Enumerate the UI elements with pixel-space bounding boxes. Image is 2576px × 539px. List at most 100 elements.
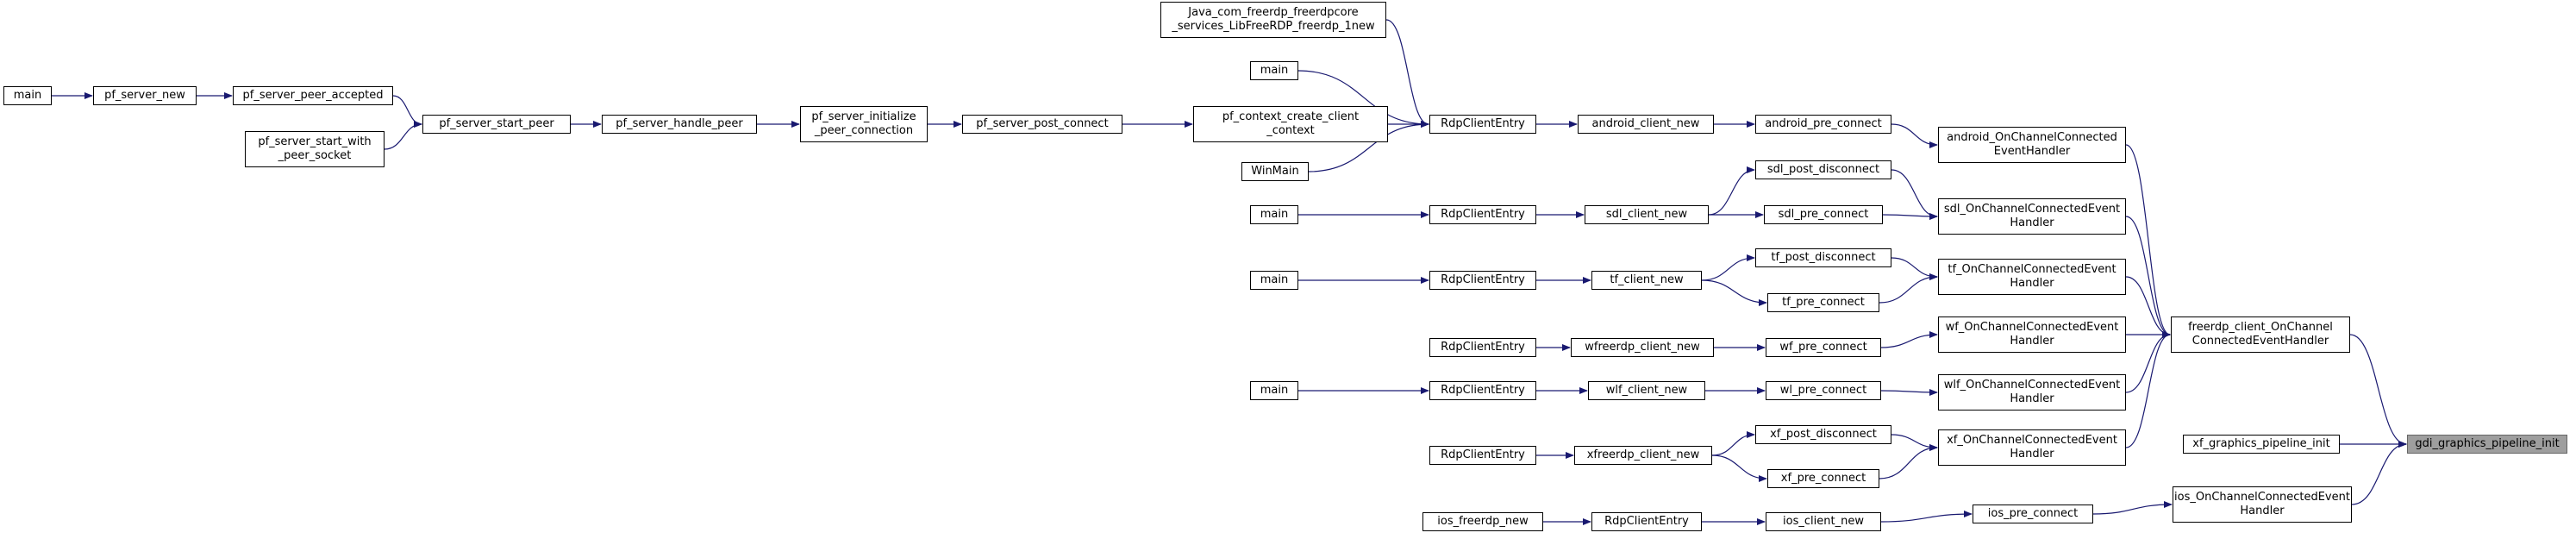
node-main-main-sdl[interactable]: main (1250, 205, 1298, 224)
node-pf-server-peer-accepted-pf-accepted[interactable]: pf_server_peer_accepted (233, 86, 393, 105)
node-label: xf_OnChannelConnectedEvent (1947, 434, 2117, 447)
node-ios-client-new-ios-new[interactable]: ios_client_new (1766, 512, 1881, 531)
node-label: sdl_post_disconnect (1766, 163, 1880, 176)
node-label: RdpClientEntry (1441, 384, 1525, 397)
node-label: RdpClientEntry (1604, 515, 1689, 528)
node-pf-server-start-peer-pf-start[interactable]: pf_server_start_peer (422, 115, 571, 134)
edge-tf-pre-to-tf-occ (1879, 273, 1938, 304)
edge-ios-new-to-ios-pre (1880, 511, 1973, 523)
edge-wlf-occ-to-freerdp (2125, 331, 2171, 393)
node-wf-pre-connect-wf-pre[interactable]: wf_pre_connect (1766, 338, 1881, 357)
node-label: Handler (2240, 505, 2285, 517)
node-label: Handler (2010, 335, 2054, 348)
node-rdpcliententry-rce-wlf[interactable]: RdpClientEntry (1429, 381, 1536, 400)
edge-ios-pre-to-ios-occ (2092, 501, 2173, 515)
node-label: pf_server_peer_accepted (242, 89, 384, 102)
node-gdi-graphics-pipeline-init-root[interactable]: gdi_graphics_pipeline_init (2407, 435, 2567, 454)
node-pf-server-start-with-peer-socket-pf-socket[interactable]: pf_server_start_with_peer_socket (245, 131, 385, 167)
node-rdpcliententry-rce-xf[interactable]: RdpClientEntry (1429, 446, 1536, 465)
edge-winmain-to-rce-android (1308, 121, 1429, 172)
node-label: _peer_connection (814, 124, 914, 137)
node-label: tf_client_new (1610, 273, 1684, 286)
edge-sdl-pre-to-sdl-occ (1882, 212, 1938, 220)
node-label: wlf_OnChannelConnectedEvent (1943, 379, 2121, 392)
node-label: WinMain (1251, 165, 1299, 178)
edge-xfreerdp-new-to-xf-postd (1711, 431, 1755, 456)
node-sdl-pre-connect-sdl-pre[interactable]: sdl_pre_connect (1764, 205, 1883, 224)
node-label: ios_client_new (1783, 515, 1864, 528)
node-label: xf_post_disconnect (1770, 428, 1877, 441)
edge-sdl-postd-to-sdl-occ (1891, 169, 1938, 220)
node-wfreerdp-client-new-wfreerdp-new[interactable]: wfreerdp_client_new (1571, 338, 1714, 357)
node-pf-context-create-client-context-pf-ctx[interactable]: pf_context_create_client_context (1193, 106, 1388, 142)
node-rdpcliententry-rce-android[interactable]: RdpClientEntry (1429, 115, 1536, 134)
node-label: ConnectedEventHandler (2191, 335, 2329, 348)
node-label: main (13, 89, 42, 102)
node-tf-client-new-tf-new[interactable]: tf_client_new (1591, 271, 1702, 290)
node-label: Handler (2010, 448, 2054, 461)
node-wl-pre-connect-wl-pre[interactable]: wl_pre_connect (1766, 381, 1881, 400)
node-rdpcliententry-rce-wf[interactable]: RdpClientEntry (1429, 338, 1536, 357)
node-pf-server-initialize-peer-connection-pf-init[interactable]: pf_server_initialize_peer_connection (800, 106, 928, 142)
node-android-client-new-android-new[interactable]: android_client_new (1578, 115, 1714, 134)
node-label: pf_server_post_connect (976, 117, 1109, 130)
edge-pf-accepted-to-pf-start (392, 95, 422, 128)
node-label: _context (1266, 124, 1315, 137)
node-xf-graphics-pipeline-init-xf-gpi[interactable]: xf_graphics_pipeline_init (2183, 435, 2340, 454)
node-tf-pre-connect-tf-pre[interactable]: tf_pre_connect (1767, 293, 1879, 312)
node-rdpcliententry-rce-tf[interactable]: RdpClientEntry (1429, 271, 1536, 290)
node-main-main-wlf[interactable]: main (1250, 381, 1298, 400)
edge-main-a-to-rce-android (1297, 70, 1429, 128)
edge-android-occ-to-freerdp (2125, 144, 2171, 338)
node-wlf-client-new-wlf-new[interactable]: wlf_client_new (1588, 381, 1705, 400)
node-label: RdpClientEntry (1441, 341, 1525, 354)
edge-tf-occ-to-freerdp (2125, 276, 2171, 338)
node-label: RdpClientEntry (1441, 273, 1525, 286)
edge-pf-socket-to-pf-start (384, 121, 422, 150)
node-winmain-winmain[interactable]: WinMain (1241, 162, 1309, 181)
node-rdpcliententry-rce-sdl[interactable]: RdpClientEntry (1429, 205, 1536, 224)
node-label: sdl_OnChannelConnectedEvent (1943, 203, 2121, 216)
edge-wl-pre-to-wlf-occ (1880, 388, 1938, 396)
node-label: android_OnChannelConnected (1947, 131, 2117, 144)
node-sdl-client-new-sdl-new[interactable]: sdl_client_new (1585, 205, 1709, 224)
node-xf-pre-connect-xf-pre[interactable]: xf_pre_connect (1767, 469, 1879, 488)
node-label: _peer_socket (278, 149, 352, 162)
node-label: Handler (2010, 392, 2054, 405)
edge-android-pre-to-android-occ (1891, 123, 1938, 148)
node-main-main-tf[interactable]: main (1250, 271, 1298, 290)
node-ios-pre-connect-ios-pre[interactable]: ios_pre_connect (1973, 505, 2093, 523)
node-label: wlf_client_new (1605, 384, 1688, 397)
node-tf-post-disconnect-tf-postd[interactable]: tf_post_disconnect (1755, 248, 1891, 267)
node-pf-server-handle-peer-pf-handle[interactable]: pf_server_handle_peer (602, 115, 757, 134)
node-pf-server-post-connect-pf-post[interactable]: pf_server_post_connect (962, 115, 1122, 134)
node-label: main (1260, 64, 1289, 77)
node-main-main-pf[interactable]: main (3, 86, 52, 105)
node-ios-freerdp-new-ios-freerdp-new[interactable]: ios_freerdp_new (1422, 512, 1543, 531)
edge-xf-occ-to-freerdp (2125, 331, 2171, 448)
node-label: tf_post_disconnect (1771, 251, 1876, 264)
node-main-main-a[interactable]: main (1250, 61, 1298, 80)
edge-wf-pre-to-wf-occ (1880, 331, 1938, 348)
edge-ios-occ-to-root (2351, 441, 2407, 505)
node-label: wfreerdp_client_new (1585, 341, 1700, 354)
node-xf-post-disconnect-xf-postd[interactable]: xf_post_disconnect (1755, 425, 1891, 444)
node-label: Java_com_freerdp_freerdpcore (1188, 6, 1359, 19)
node-rdpcliententry-rce-ios[interactable]: RdpClientEntry (1591, 512, 1702, 531)
node-label: android_client_new (1591, 117, 1700, 130)
node-label: main (1260, 384, 1289, 397)
node-java-com-freerdp-freerdpcore-services-libfreerdp-freerdp-1new-java[interactable]: Java_com_freerdp_freerdpcore_services_Li… (1160, 2, 1386, 38)
node-pf-server-new-pf-new[interactable]: pf_server_new (93, 86, 197, 105)
node-xfreerdp-client-new-xfreerdp-new[interactable]: xfreerdp_client_new (1574, 446, 1712, 465)
node-sdl-post-disconnect-sdl-postd[interactable]: sdl_post_disconnect (1755, 160, 1891, 179)
node-android-pre-connect-android-pre[interactable]: android_pre_connect (1755, 115, 1891, 134)
